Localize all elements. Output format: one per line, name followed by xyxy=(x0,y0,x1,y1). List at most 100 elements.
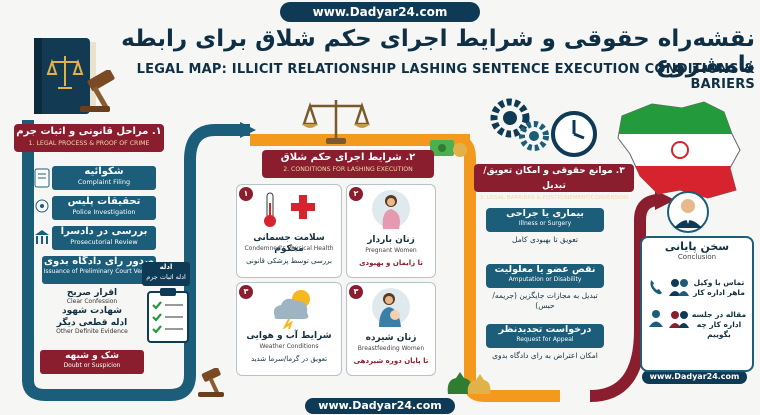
iran-map-icon xyxy=(617,101,741,199)
barrier-illness-head: بیماری یا جراحی Illness or Surgery xyxy=(486,208,604,232)
card-breastfeeding: ۳ زنان شیرده Breastfeeding Women تا پایا… xyxy=(346,282,436,376)
step-verdict: صدور رای دادگاه بدوی Issuance of Prelimi… xyxy=(42,256,156,284)
small-gavel-icon xyxy=(198,368,224,397)
conclusion-title-en: Conclusion xyxy=(677,253,717,261)
step-complaint-fa: شکوائیه xyxy=(84,166,124,177)
meeting-icon xyxy=(649,310,663,327)
section2-title-fa: ۲. شرایط اجرای حکم شلاق xyxy=(280,152,416,163)
barrier-appeal-fa: درخواست تجدیدنظر xyxy=(498,324,592,335)
step-prosecutor-en: Prosecutorial Review xyxy=(70,238,138,246)
conclusion-title-fa: سخن پایانی xyxy=(664,240,730,253)
evidence-confession-en: Clear Confession xyxy=(66,298,118,305)
courthouse-icon xyxy=(35,230,49,244)
evidence-badge: ادله ادله اثبات جرم xyxy=(142,262,190,286)
pregnant-woman-icon xyxy=(372,190,410,229)
barrier-disability-note: تبدیل به مجازات جایگزین (جریمه/حبس) xyxy=(492,291,598,310)
evidence-list: اقرار صریح Clear Confession شهادت شهود ا… xyxy=(40,288,144,335)
card-weather-fa: شرایط آب و هوایی xyxy=(246,331,332,341)
site-url-top[interactable]: www.Dadyar24.com xyxy=(280,2,480,22)
doubt-box: شک و شبهه Doubt or Suspicion xyxy=(40,350,144,374)
step-verdict-en: Issuance of Preliminary Court Verdict xyxy=(43,268,155,275)
card-weather-en: Weather Conditions xyxy=(259,343,319,350)
section3-title-en: 3. LEGAL BARRIERS & POSTPONEMENT/CONVERS… xyxy=(479,195,629,201)
site-url-bottom[interactable]: www.Dadyar24.com xyxy=(305,398,455,414)
gears-icon xyxy=(490,98,549,151)
card-physical-health-fa: سلامت جسمانی محکوم xyxy=(253,233,325,254)
section1-header: ۱. مراحل قانونی و اثبات جرم 1. LEGAL PRO… xyxy=(14,124,164,152)
card-physical-health-en: Condemned's Physical Health xyxy=(244,245,334,252)
doubt-fa: شک و شبهه xyxy=(65,351,119,361)
card-breastfeeding-note: تا پایان دوره شیردهی xyxy=(353,357,429,365)
card-pregnant: ۲ زنان باردار Pregnant Women تا زایمان و… xyxy=(346,184,436,278)
section2-title-en: 2. CONDITIONS FOR LASHING EXECUTION xyxy=(283,166,413,173)
card-physical-health: ۱ سلامت جسمانی محکوم Condemned's Physica… xyxy=(236,184,342,278)
card-pregnant-note: تا زایمان و بهبودی xyxy=(359,259,423,267)
mother-baby-icon xyxy=(372,288,410,327)
people-icon xyxy=(669,311,689,328)
step-verdict-fa: صدور رای دادگاه بدوی xyxy=(43,256,155,267)
card-pregnant-num: ۲ xyxy=(349,187,363,201)
phone-icon xyxy=(650,280,662,295)
card-breastfeeding-num: ۳ xyxy=(349,285,363,299)
barrier-appeal-head: درخواست تجدیدنظر Request for Appeal xyxy=(486,324,604,348)
step-police-en: Police Investigation xyxy=(72,208,136,216)
gavel-icon xyxy=(80,70,115,112)
site-url-right[interactable]: www.Dadyar24.com xyxy=(642,370,747,384)
evidence-confession-fa: اقرار صریح xyxy=(66,288,118,298)
step-police: تحقیقات پلیس Police Investigation xyxy=(52,196,156,220)
conclusion-item-1[interactable]: تماس با وکیل ماهر اداره کار xyxy=(693,278,745,297)
evidence-other-fa: ادله قطعی دیگر xyxy=(56,318,128,328)
money-bags-icon xyxy=(447,372,491,394)
page-title-en: LEGAL MAP: ILLICIT RELATIONSHIP LASHING … xyxy=(136,62,755,92)
card-weather: ۳ شرایط آب و هوایی Weather Conditions تع… xyxy=(236,282,342,376)
barrier-disability: نقص عضو یا معلولیت Amputation or Disabil… xyxy=(486,264,604,311)
law-book-icon xyxy=(34,38,96,114)
card-weather-note: تعویق در گرما/سرما شدید xyxy=(250,355,328,363)
complaint-doc-icon xyxy=(34,168,50,188)
barrier-illness-note: تعویق تا بهبودی کامل xyxy=(512,235,578,244)
card-physical-health-note: بررسی توسط پزشکی قانونی xyxy=(246,257,332,265)
section1-title-fa: ۱. مراحل قانونی و اثبات جرم xyxy=(16,126,162,137)
section3-header: ۳. موانع حقوقی و امکان تعویق/تبدیل 3. LE… xyxy=(474,164,634,201)
evidence-witness-fa: شهادت شهود xyxy=(61,306,123,316)
conclusion-item-2[interactable]: مقاله در جلسه اداره کار چه بگوییم xyxy=(691,310,747,339)
conclusion-head: سخن پایانی Conclusion xyxy=(642,240,752,261)
card-weather-num: ۳ xyxy=(239,285,253,299)
evidence-other-en: Other Definite Evidence xyxy=(56,328,128,335)
weather-cloud-icon xyxy=(273,290,310,329)
barrier-disability-head: نقص عضو یا معلولیت Amputation or Disabil… xyxy=(486,264,604,288)
barrier-illness: بیماری یا جراحی Illness or Surgery تعویق… xyxy=(486,208,604,245)
barrier-illness-fa: بیماری یا جراحی xyxy=(506,208,584,219)
police-icon xyxy=(35,199,49,213)
card-breastfeeding-fa: زنان شیرده xyxy=(365,333,417,343)
section1-title-en: 1. LEGAL PROCESS & PROOF OF CRIME xyxy=(28,140,150,147)
page-title-fa: نقشه‌راه حقوقی و شرایط اجرای حکم شلاق بر… xyxy=(121,26,755,78)
conclusion-box: سخن پایانی Conclusion تماس با وکیل ماهر … xyxy=(640,236,754,372)
card-pregnant-en: Pregnant Women xyxy=(365,247,417,254)
step-complaint: شکوائیه Complaint Filing xyxy=(52,166,156,190)
lawyer-avatar-icon xyxy=(667,191,709,233)
doubt-en: Doubt or Suspicion xyxy=(63,362,121,369)
barrier-illness-en: Illness or Surgery xyxy=(518,220,572,227)
barrier-disability-en: Amputation or Disability xyxy=(508,276,582,283)
scales-icon xyxy=(302,100,370,144)
card-pregnant-fa: زنان باردار xyxy=(367,235,415,245)
barrier-appeal-en: Request for Appeal xyxy=(516,336,574,343)
client-lawyer-icon xyxy=(669,279,689,296)
section2-header: ۲. شرایط اجرای حکم شلاق 2. CONDITIONS FO… xyxy=(262,150,434,178)
barrier-appeal: درخواست تجدیدنظر Request for Appeal امکا… xyxy=(486,324,604,361)
evidence-badge-line2: ادله اثبات جرم xyxy=(146,273,186,281)
card-physical-health-num: ۱ xyxy=(239,187,253,201)
step-complaint-en: Complaint Filing xyxy=(77,178,131,186)
money-icon xyxy=(430,140,467,157)
checklist-clipboard-icon xyxy=(147,288,189,343)
barrier-appeal-note: امکان اعتراض به رای دادگاه بدوی xyxy=(492,351,598,360)
step-police-fa: تحقیقات پلیس xyxy=(67,196,141,207)
evidence-badge-line1: ادله xyxy=(159,263,173,271)
step-prosecutor: بررسی در دادسرا Prosecutorial Review xyxy=(52,226,156,250)
section3-title-fa: ۳. موانع حقوقی و امکان تعویق/تبدیل xyxy=(483,166,625,191)
barrier-disability-fa: نقص عضو یا معلولیت xyxy=(494,264,596,275)
step-prosecutor-fa: بررسی در دادسرا xyxy=(60,226,148,237)
thermometer-medical-icon xyxy=(264,192,315,227)
